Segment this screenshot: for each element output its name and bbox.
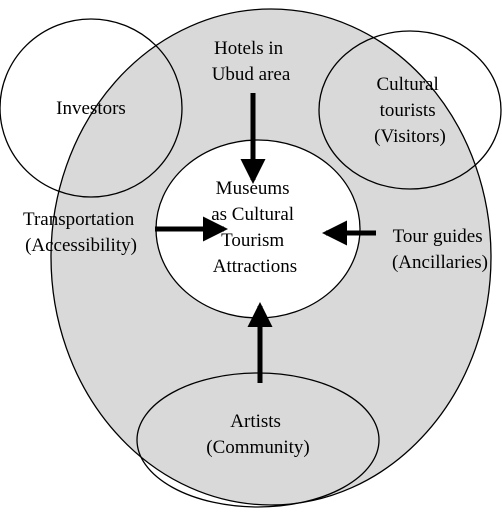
hotels-label: Hotels in Ubud area bbox=[212, 38, 291, 85]
tour-guides-label: Tour guides (Ancillaries) bbox=[392, 226, 488, 273]
cultural-tourists-circle bbox=[318, 30, 502, 190]
transportation-label: Transportation (Accessibility) bbox=[23, 209, 139, 256]
center-label: Museums as Cultural Tourism Attractions bbox=[211, 178, 299, 277]
cultural-tourists-label: Cultural tourists (Visitors) bbox=[374, 74, 446, 147]
investors-label: Investors bbox=[56, 98, 126, 119]
investors-circle bbox=[0, 18, 183, 198]
artists-label: Artists (Community) bbox=[206, 411, 309, 458]
